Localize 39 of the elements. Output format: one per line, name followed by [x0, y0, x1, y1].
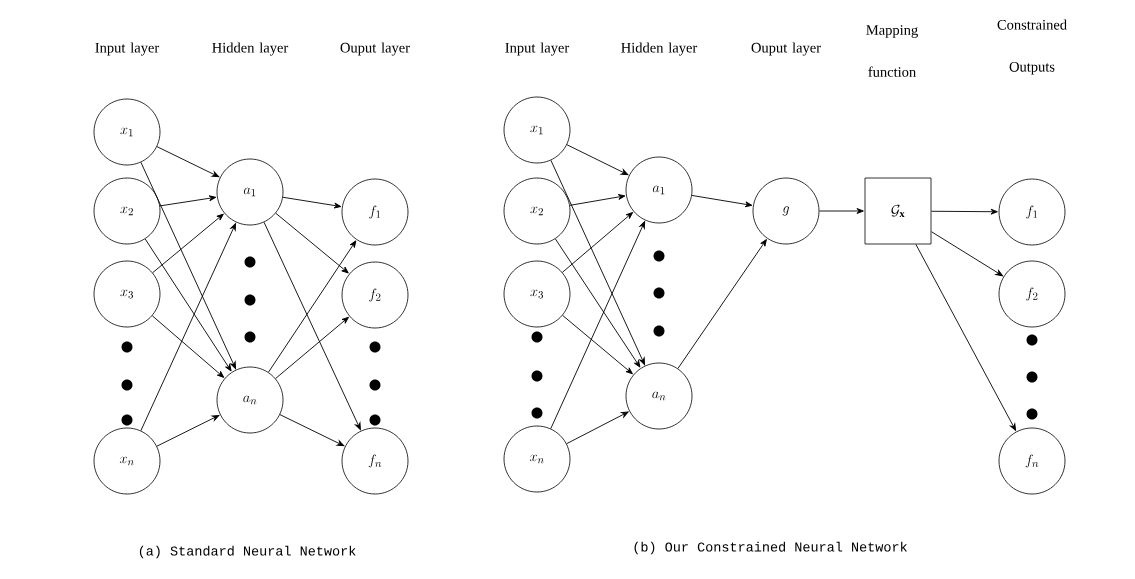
- arrow: [566, 411, 629, 445]
- caption: (a) Standard Neural Network: [139, 545, 356, 559]
- arrow: [930, 231, 1003, 277]
- arrow: [159, 195, 217, 207]
- arrow: [677, 239, 767, 369]
- arrow: [282, 196, 342, 209]
- arrow: [263, 221, 361, 431]
- column-header: Input layer: [95, 42, 160, 56]
- column-header: Constrained Outputs: [997, 19, 1067, 75]
- arrow: [818, 208, 864, 214]
- arrow: [268, 240, 357, 373]
- arrow: [152, 213, 224, 274]
- arrow: [140, 223, 237, 432]
- arrow: [691, 195, 753, 208]
- caption: (b) Our Constrained Neural Network: [634, 541, 907, 555]
- mapping-box: $\mathcal{G}_{\mathbf{x}}$: [864, 177, 932, 245]
- arrow: [156, 414, 220, 447]
- arrow: [140, 161, 236, 369]
- arrow: [279, 414, 345, 447]
- column-header: Hidden layer: [212, 42, 289, 56]
- arrow: [566, 144, 629, 176]
- column-header: Mapping function: [866, 25, 918, 77]
- arrow: [156, 146, 220, 178]
- arrow: [275, 316, 349, 379]
- column-header: Hidden layer: [621, 42, 698, 56]
- arrow: [151, 315, 225, 378]
- arrow: [561, 212, 634, 273]
- column-header: Input layer: [505, 42, 570, 56]
- column-header: Ouput layer: [340, 42, 410, 56]
- arrow: [562, 315, 633, 375]
- arrow: [550, 221, 646, 430]
- arrow: [930, 208, 998, 215]
- arrow: [915, 243, 1017, 431]
- arrow: [144, 238, 232, 372]
- arrow: [550, 159, 646, 365]
- arrow: [554, 238, 641, 368]
- arrow: [275, 212, 349, 274]
- arrow: [569, 194, 626, 206]
- column-header: Ouput layer: [751, 42, 821, 56]
